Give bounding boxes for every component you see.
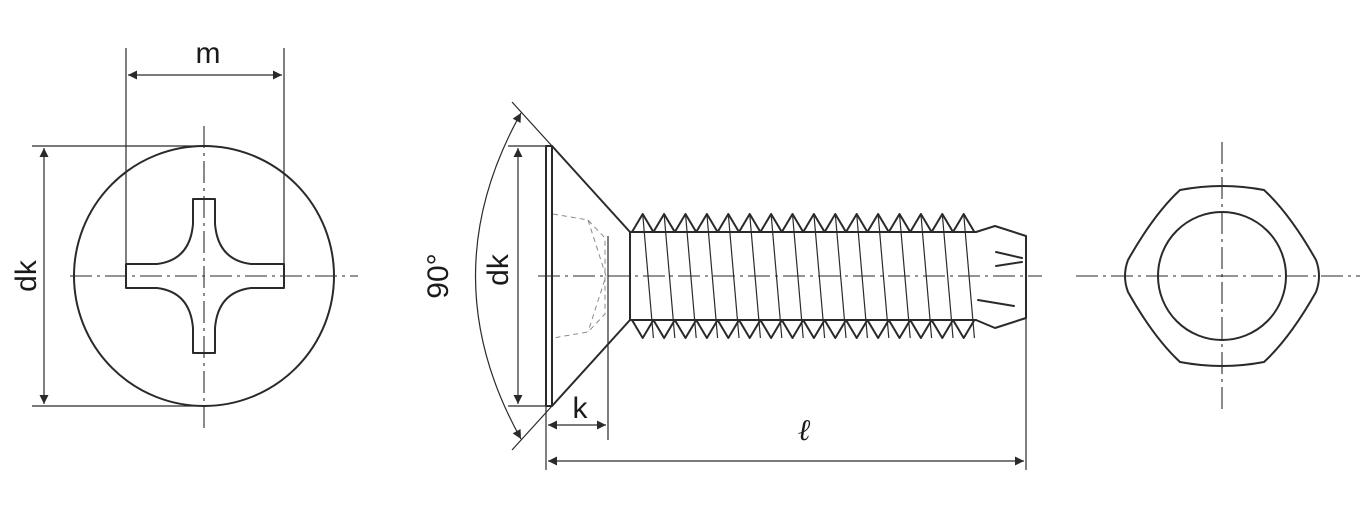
thread-flank	[834, 213, 847, 339]
thread-flank	[791, 213, 804, 339]
k-label: k	[573, 392, 589, 425]
thread-flank	[856, 213, 868, 339]
thread-flank	[706, 213, 719, 339]
hex-outline	[1124, 185, 1320, 367]
m-label: m	[196, 37, 221, 70]
thread-flank	[941, 213, 954, 339]
thread-crest-bottom	[631, 319, 976, 339]
thread-flank	[813, 213, 826, 339]
tip-slot	[977, 251, 1023, 307]
angle-label: 90°	[422, 253, 455, 298]
thread-flank	[727, 213, 740, 339]
screw-end-view	[1076, 142, 1360, 412]
thread-flank	[898, 213, 911, 339]
thread-flank	[642, 213, 654, 339]
thread-flank	[684, 213, 697, 339]
recess-hidden-lines	[552, 213, 607, 339]
thread-circle	[1157, 211, 1287, 341]
angle-arc	[475, 112, 522, 440]
thread-flank	[963, 213, 975, 339]
thread-flank	[770, 213, 783, 339]
thread-flank	[877, 213, 890, 339]
angle-extension-bottom	[511, 405, 553, 451]
dk-head-label: dk	[10, 259, 43, 292]
angle-extension-top	[511, 101, 553, 147]
length-label: ℓ	[798, 414, 811, 447]
phillips-recess	[125, 198, 285, 354]
thread-flank	[663, 213, 676, 339]
thread-crest-top	[631, 213, 976, 233]
screw-tip	[975, 225, 1027, 329]
screw-side-view: 90° dk k ℓ	[422, 101, 1042, 470]
dk-side-label: dk	[482, 253, 515, 286]
head-top-view: m dk	[10, 37, 358, 430]
thread-flank	[749, 213, 761, 339]
thread-profile	[631, 213, 976, 339]
thread-flank	[920, 213, 933, 339]
